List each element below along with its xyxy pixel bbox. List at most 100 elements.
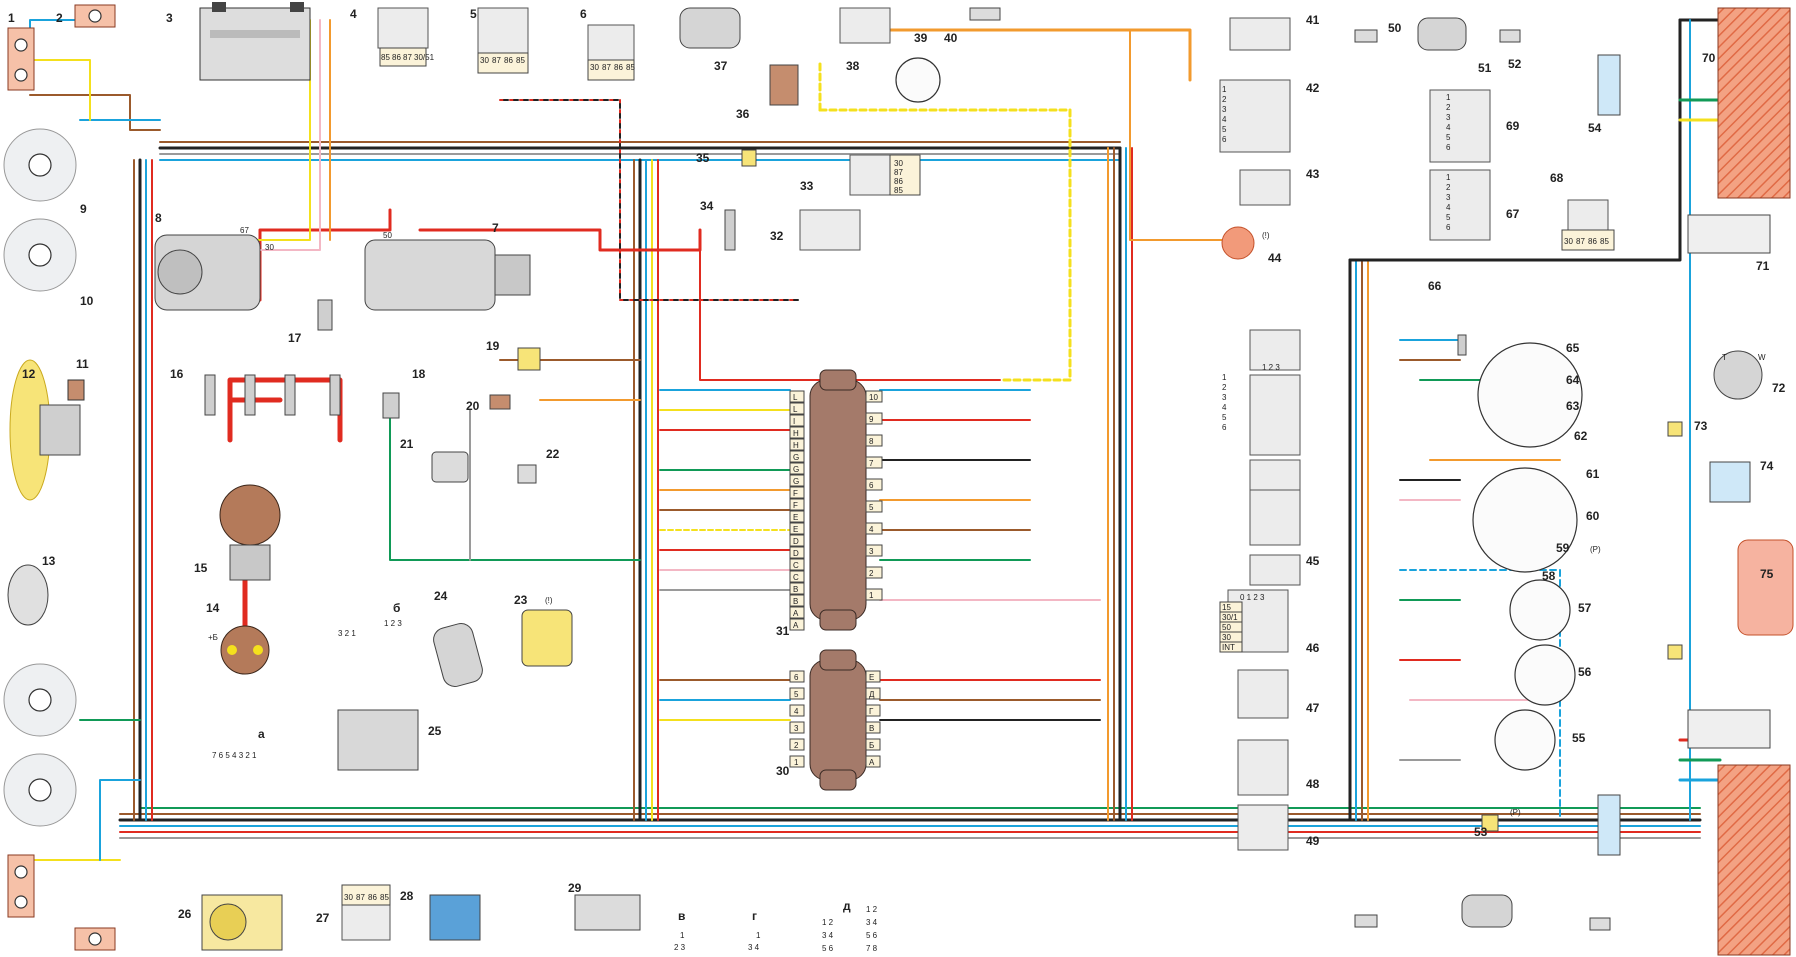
- lamp-50-bottom: [1354, 914, 1378, 928]
- fuse-31-right-pin: 7: [869, 459, 874, 468]
- ignition-coil: [220, 625, 270, 675]
- component-number-30: 30: [776, 764, 790, 778]
- fuse-31-left-pin-box: [789, 570, 805, 583]
- fuse-31-left-pin: L: [793, 405, 798, 414]
- fuse-31-right-pin-box: [865, 500, 883, 513]
- fuse-31-left-pin: C: [793, 573, 799, 582]
- connector-pin: 1: [1222, 373, 1227, 382]
- component-number-49: 49: [1306, 834, 1320, 848]
- misc-labels: 67 30 50 +Б 0 1 2 3 1 2 3 7 6 5 4 3 2 1 …: [208, 226, 1766, 953]
- fuse-31-left-pin-box: [789, 618, 805, 631]
- fuse-31-left-pin-box: [789, 594, 805, 607]
- component-number-20: 20: [466, 399, 480, 413]
- fuse-31-left-pin: G: [793, 477, 799, 486]
- fuse-31-left-pin-box: [789, 582, 805, 595]
- relay-28: [429, 894, 481, 941]
- component-number-45: 45: [1306, 554, 1320, 568]
- fuse-31-right-pin-box: [865, 588, 883, 601]
- lamp-53: [1481, 814, 1499, 832]
- legend-v-row-1: 1: [680, 931, 685, 940]
- fuse-31-right-pin-box: [865, 566, 883, 579]
- legend-v-row-2: 2 3: [674, 943, 686, 952]
- fuse-30-left-pin-box: [789, 721, 805, 734]
- fuse-31-left-pin: E: [793, 513, 798, 522]
- fuse-31-left-pin: I: [793, 417, 795, 426]
- component-number-14: 14: [206, 601, 220, 615]
- distributor: [219, 484, 281, 581]
- fuse-30-right-pin: Е: [869, 673, 874, 682]
- front-side-light-left: [7, 27, 35, 91]
- component-number-9: 9: [80, 202, 87, 216]
- fuse-31-left-pin: F: [793, 501, 798, 510]
- switch-69: [1429, 89, 1491, 163]
- component-number-25: 25: [428, 724, 442, 738]
- legend-a: а: [258, 727, 265, 741]
- ignition-pin: 15: [1222, 603, 1231, 612]
- fuse-block-31: [809, 369, 867, 631]
- component-number-44: 44: [1268, 251, 1282, 265]
- legend-v: в: [678, 909, 685, 923]
- fuse-31-left-pin-box: [789, 402, 805, 415]
- fuse-31-left-pin-box: [789, 390, 805, 403]
- switch-67: [1429, 169, 1491, 241]
- fuse-31-right-pin-box: [865, 434, 883, 447]
- ignition-pin-box: [1219, 641, 1243, 653]
- horn: [7, 564, 49, 626]
- fuse-31-left-pin-box: [789, 606, 805, 619]
- fuse-30-left-pin-box: [789, 704, 805, 717]
- component-number-54: 54: [1588, 121, 1602, 135]
- switch-48: [1237, 739, 1289, 796]
- gen-terminal-67: 67: [240, 226, 249, 235]
- legend-d1-row-3: 5 6: [822, 944, 834, 953]
- component-number-37: 37: [714, 59, 728, 73]
- fuse-30-left-pin: 6: [794, 673, 799, 682]
- component-number-17: 17: [288, 331, 302, 345]
- component-number-15: 15: [194, 561, 208, 575]
- relay-pin-alt: 85: [381, 53, 390, 62]
- component-number-5: 5: [470, 7, 477, 21]
- rear-light-top: [1717, 7, 1791, 199]
- fuse-30-left-pin-box: [789, 738, 805, 751]
- fuse-31-left-pin: B: [793, 585, 798, 594]
- component-number-38: 38: [846, 59, 860, 73]
- component-number-13: 13: [42, 554, 56, 568]
- relay-pin-alt: 86: [392, 53, 401, 62]
- lamp-40: [969, 7, 1001, 21]
- relay-pin: 85: [516, 56, 525, 65]
- component-number-73: 73: [1694, 419, 1708, 433]
- fuse-block-30: [809, 649, 867, 791]
- relay-pin: 87: [602, 63, 611, 72]
- ignition-pin: 30: [1222, 633, 1231, 642]
- legend-g-row-2: 3 4: [748, 943, 760, 952]
- relay-4: [377, 7, 429, 67]
- legend-d1-row-2: 3 4: [822, 931, 834, 940]
- relay-27: [341, 884, 391, 941]
- connector-pin: 4: [1222, 115, 1227, 124]
- connector-pin: 3: [1446, 193, 1451, 202]
- component-number-7: 7: [492, 221, 499, 235]
- coolant-gauge-56: [1514, 644, 1576, 706]
- fuse-31-left-pin: E: [793, 525, 798, 534]
- connector-pin: 5: [1446, 213, 1451, 222]
- legend-d1-row-1: 1 2: [822, 918, 834, 927]
- fuse-31-left-pin-box: [789, 474, 805, 487]
- relay-68: [1561, 199, 1615, 251]
- connector-pin: 6: [1446, 143, 1451, 152]
- lamp-35: [741, 149, 757, 167]
- component-number-2: 2: [56, 11, 63, 25]
- component-number-31: 31: [776, 624, 790, 638]
- legend-d2-row-3: 5 6: [866, 931, 878, 940]
- door-switch-54-bottom: [1597, 794, 1621, 856]
- relay-pin: 30: [344, 893, 353, 902]
- component-number-53: 53: [1474, 825, 1488, 839]
- relay-pin: 30: [590, 63, 599, 72]
- component-number-55: 55: [1572, 731, 1586, 745]
- fuse-31-right-pin: 5: [869, 503, 874, 512]
- component-number-60: 60: [1586, 509, 1600, 523]
- column-switch-45: [1249, 329, 1301, 586]
- connector-pin: 2: [1222, 95, 1227, 104]
- connector-pin: 1: [1446, 93, 1451, 102]
